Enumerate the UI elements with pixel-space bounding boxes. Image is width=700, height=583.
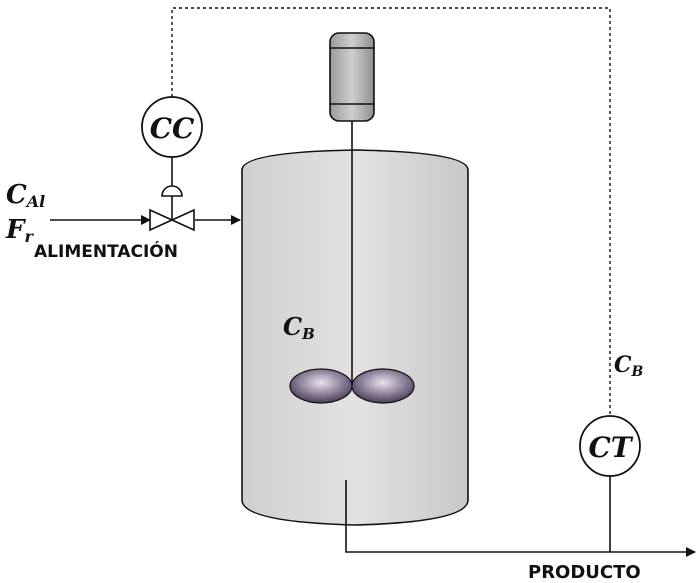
inlet-flow-label: Fr: [5, 215, 34, 246]
product-label: PRODUCTO: [528, 562, 641, 583]
signal-concentration-label: CB: [614, 352, 644, 380]
product-line: [345, 476, 696, 557]
cc-label: CC: [150, 112, 195, 145]
ct-label: CT: [588, 431, 633, 464]
reactor-tank: [241, 149, 469, 526]
inlet-concentration-label: CAl: [6, 180, 45, 211]
ct-transmitter: CT: [579, 415, 641, 477]
control-valve: [149, 157, 195, 232]
tank-concentration-label: CB: [283, 312, 315, 343]
cc-controller: CC: [141, 96, 203, 158]
feed-label: ALIMENTACIÓN: [34, 240, 178, 262]
signal-line: [171, 7, 611, 416]
impeller: [289, 368, 415, 404]
agitator-motor: [329, 32, 375, 122]
